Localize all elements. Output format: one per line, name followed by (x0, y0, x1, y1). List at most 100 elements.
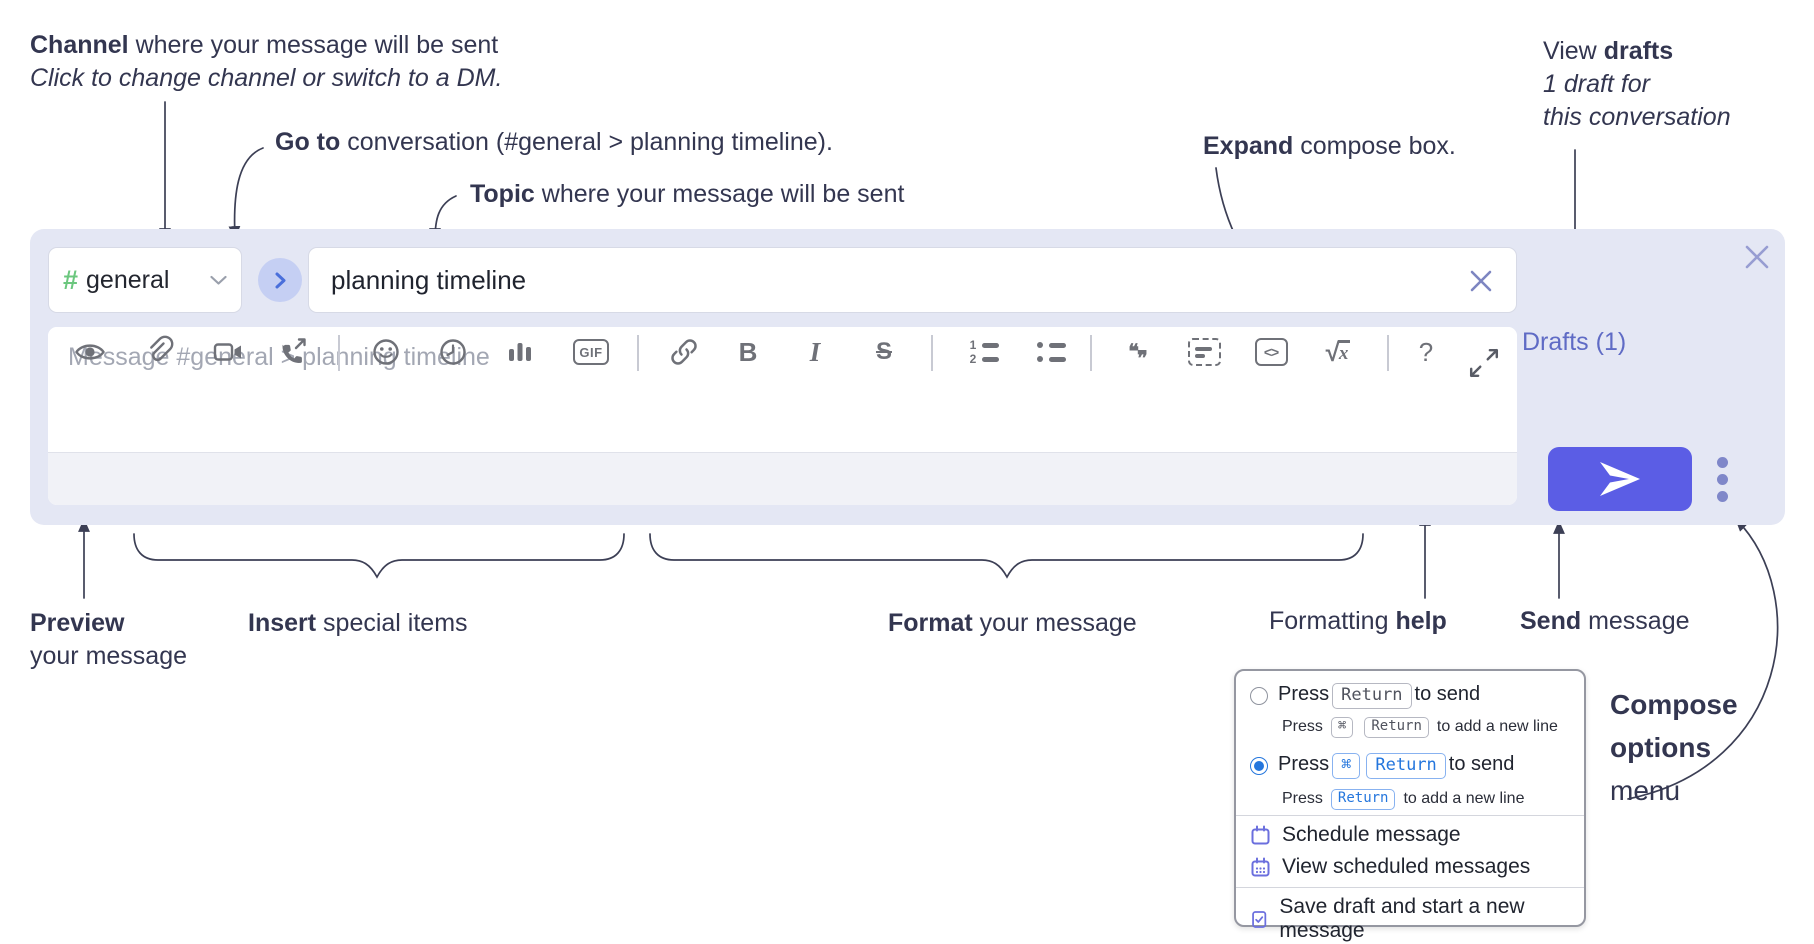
channel-name: general (86, 265, 170, 294)
calendar-icon (1251, 825, 1270, 844)
toolbar-divider (1387, 335, 1389, 371)
numbered-list-icon: 1 2 (968, 339, 999, 365)
gif-icon: GIF (573, 339, 609, 365)
formatting-help-annotation: Formatting help (1269, 607, 1447, 635)
bold-icon: B (738, 336, 758, 367)
toolbar-divider (1090, 335, 1092, 371)
save-draft-item[interactable]: Save draft and start a new message (1250, 895, 1574, 943)
view-scheduled-messages-item[interactable]: View scheduled messages (1250, 855, 1574, 879)
channel-annotation-sub: Click to change channel or switch to a D… (30, 64, 503, 92)
compose-options-button[interactable] (1702, 447, 1742, 511)
goto-arrow (228, 147, 264, 240)
math-button[interactable]: √x (1318, 330, 1358, 374)
message-input[interactable] (48, 327, 1517, 452)
quote-icon: ❝❞ (1128, 341, 1147, 370)
quote-button[interactable]: ❝❞ (1117, 330, 1157, 374)
message-formatting-help-button[interactable]: ? (1406, 330, 1446, 374)
close-icon (1745, 245, 1769, 269)
link-button[interactable] (664, 330, 704, 374)
view-drafts-annotation-line2: 1 draft for (1543, 70, 1650, 98)
radio-unselected-icon[interactable] (1250, 687, 1268, 706)
format-brace (649, 533, 1364, 579)
add-voice-call-button[interactable] (273, 330, 313, 374)
go-to-conversation-button[interactable] (258, 258, 302, 302)
bulleted-list-icon (1035, 340, 1066, 365)
channel-annotation: Channel where your message will be sent (30, 31, 499, 59)
help-icon: ? (1418, 336, 1434, 367)
poll-icon (509, 343, 531, 361)
menu-divider (1236, 815, 1584, 816)
schedule-message-item[interactable]: Schedule message (1250, 823, 1574, 847)
channel-selector[interactable]: # general (48, 247, 242, 313)
channel-hash-icon: # (63, 264, 79, 295)
link-icon (671, 339, 697, 365)
spoiler-button[interactable] (1184, 330, 1224, 374)
view-drafts-annotation: View drafts (1543, 37, 1674, 65)
view-drafts-annotation-line3: this conversation (1543, 103, 1731, 131)
format-annotation: Format your message (888, 609, 1137, 637)
spoiler-icon (1187, 338, 1221, 366)
attach-file-button[interactable] (139, 330, 179, 374)
add-poll-button[interactable] (500, 330, 540, 374)
strikethrough-icon: S (875, 338, 892, 365)
eye-icon (75, 344, 105, 360)
toolbar-divider (931, 335, 933, 371)
draft-check-icon (1252, 910, 1267, 928)
send-button[interactable] (1548, 447, 1692, 511)
drafts-link[interactable]: Drafts (1) (1522, 328, 1627, 356)
italic-icon: I (809, 336, 821, 367)
video-camera-icon (213, 343, 241, 361)
compose-box: # general Drafts (1) (30, 229, 1785, 525)
toolbar-divider (338, 335, 340, 371)
smiley-icon (373, 339, 399, 365)
preview-annotation: Preview (30, 609, 125, 637)
math-icon: √x (1325, 337, 1351, 367)
topic-input[interactable] (308, 247, 1517, 313)
bulleted-list-button[interactable] (1030, 330, 1070, 374)
topic-annotation: Topic where your message will be sent (470, 180, 905, 208)
radio-selected-icon[interactable] (1250, 757, 1268, 776)
toolbar-divider (637, 335, 639, 371)
calendar-grid-icon (1251, 857, 1270, 876)
phone-call-icon (282, 338, 306, 363)
close-icon (1470, 270, 1492, 292)
ellipsis-icon (1716, 456, 1728, 468)
preview-button[interactable] (70, 330, 110, 374)
chevron-right-icon (275, 272, 285, 288)
add-gif-button[interactable]: GIF (571, 330, 611, 374)
compose-options-annotation: Compose (1610, 689, 1738, 720)
bold-button[interactable]: B (728, 330, 768, 374)
clear-topic-button[interactable] (1468, 268, 1494, 294)
menu-divider (1236, 887, 1584, 888)
code-button[interactable]: <> (1251, 330, 1291, 374)
numbered-list-button[interactable]: 1 2 (963, 330, 1003, 374)
strikethrough-button[interactable]: S (864, 330, 904, 374)
send-icon (1600, 462, 1640, 496)
close-compose-button[interactable] (1742, 242, 1772, 272)
preview-annotation-line2: your message (30, 642, 188, 670)
insert-annotation: Insert special items (248, 609, 468, 637)
clock-icon (440, 339, 466, 365)
add-global-time-button[interactable] (433, 330, 473, 374)
message-box: GIF B I S 1 2 (48, 327, 1517, 505)
expand-icon (1469, 348, 1499, 378)
insert-brace (133, 533, 625, 579)
expand-annotation: Expand compose box. (1203, 132, 1456, 160)
send-annotation: Send message (1520, 607, 1690, 635)
compose-options-annotation-line2: options (1610, 732, 1712, 763)
emoji-button[interactable] (366, 330, 406, 374)
italic-button[interactable]: I (795, 330, 835, 374)
code-icon: <> (1254, 338, 1288, 366)
add-video-call-button[interactable] (208, 330, 248, 374)
compose-options-annotation-line3: menu (1610, 775, 1681, 806)
goto-annotation: Go to conversation (#general > planning … (275, 128, 833, 156)
expand-compose-button[interactable] (1468, 347, 1500, 379)
paperclip-icon (150, 335, 174, 362)
chevron-down-icon (210, 275, 227, 285)
